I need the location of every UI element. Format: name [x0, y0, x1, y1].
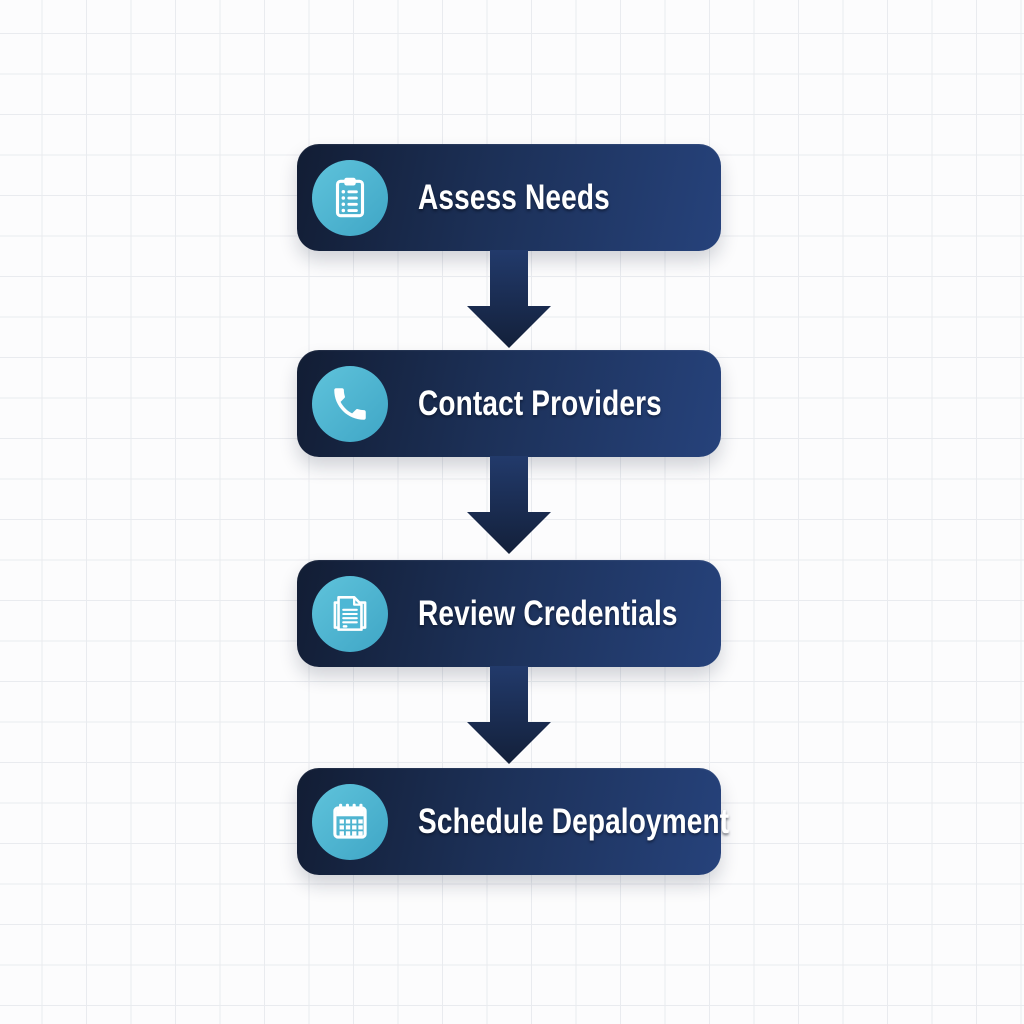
- step-contact-providers: Contact Providers: [297, 350, 721, 457]
- step-label: Schedule Depaloyment: [418, 802, 730, 841]
- calendar-icon: [333, 803, 367, 839]
- step-label: Contact Providers: [418, 384, 662, 423]
- step-label: Review Credentials: [418, 594, 678, 633]
- step-icon-circle: [312, 159, 388, 236]
- down-arrow: [467, 456, 551, 554]
- step-review-credentials: Review Credentials: [297, 560, 721, 667]
- step-assess-needs: Assess Needs: [297, 144, 721, 251]
- phone-icon: [334, 387, 366, 420]
- step-schedule-deployment: Schedule Depaloyment: [297, 768, 729, 875]
- step-label: Assess Needs: [418, 178, 610, 217]
- documents-icon: [333, 595, 367, 631]
- step-icon-circle: [312, 783, 388, 860]
- down-arrow: [467, 666, 551, 764]
- down-arrow: [467, 250, 551, 348]
- step-icon-circle: [312, 575, 388, 652]
- clipboard-icon: [335, 177, 365, 217]
- step-icon-circle: [312, 365, 388, 442]
